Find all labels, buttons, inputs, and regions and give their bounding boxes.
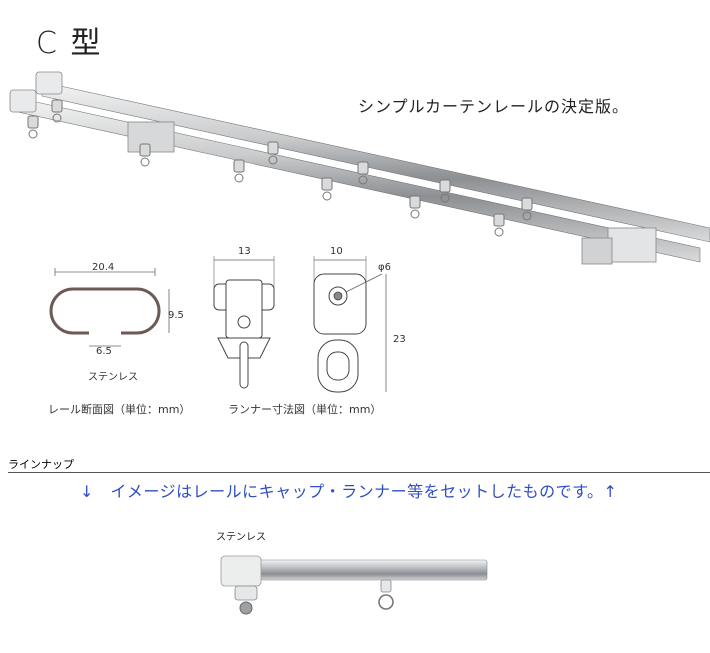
bracket-right-plate (581, 237, 613, 265)
runner-side-view-diagram (313, 256, 387, 393)
lineup-section-label: ラインナップ (8, 458, 74, 471)
runner-front-view-diagram (213, 256, 275, 389)
cross-material-label: ステンレス (88, 372, 138, 383)
page-title: C 型 (36, 26, 103, 61)
image-notice: ↓ イメージはレールにキャップ・ランナー等をセットしたものです。↑ (80, 482, 618, 501)
runner-caption: ランナー寸法図（単位：mm） (228, 403, 382, 416)
cross-height-label: 9.5 (168, 310, 184, 321)
runner-side-width-label: 10 (330, 246, 343, 257)
runners (27, 99, 533, 237)
rail-product-photo (9, 71, 710, 265)
bracket-left (127, 121, 175, 153)
end-cap-front (9, 89, 37, 113)
cross-width-label: 20.4 (92, 262, 115, 273)
section-divider (8, 472, 710, 473)
tagline: シンプルカーテンレールの決定版。 (358, 97, 630, 116)
back-rail (41, 81, 710, 243)
rail-cross-section-diagram (49, 268, 170, 347)
lineup-end-cap (220, 555, 262, 587)
lineup-item-photo[interactable] (215, 550, 495, 640)
lineup-item-label: ステンレス (216, 532, 266, 543)
lineup-runner-1 (234, 585, 258, 601)
runner-front-width-label: 13 (238, 246, 251, 257)
lineup-runner-2 (380, 579, 392, 593)
lineup-rail (244, 559, 488, 581)
end-cap-back (35, 71, 63, 95)
runner-height-label: 23 (393, 334, 406, 345)
cross-section-caption: レール断面図（単位：mm） (48, 403, 191, 416)
bracket-right (607, 227, 657, 263)
cross-gap-label: 6.5 (96, 346, 112, 357)
runner-hole-label: φ6 (378, 262, 391, 273)
